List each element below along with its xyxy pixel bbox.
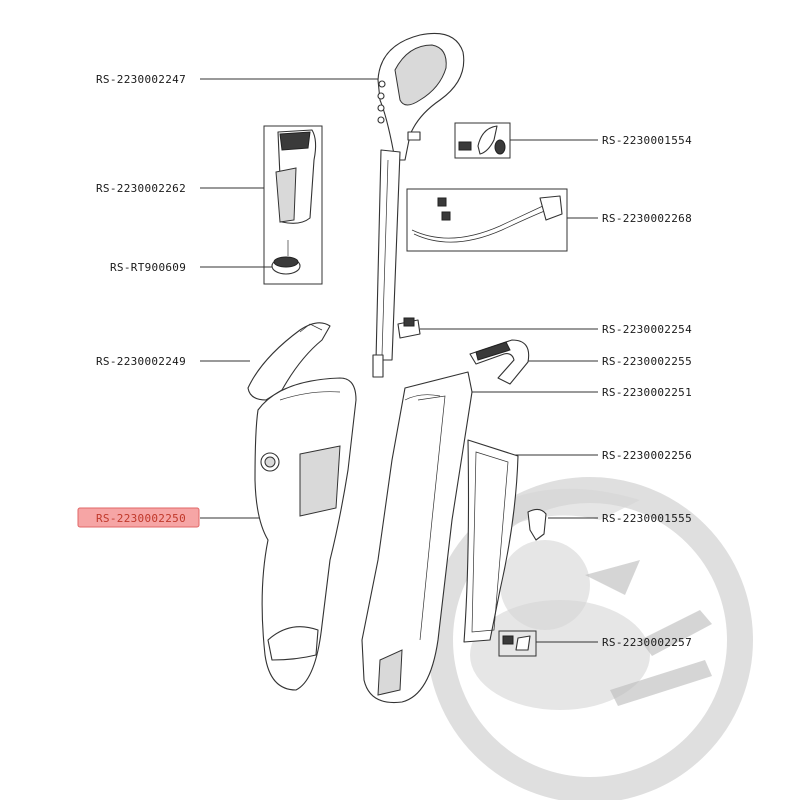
watermark-duck-beak <box>585 560 640 595</box>
spring-group-frame <box>498 630 537 657</box>
watermark-duck-head <box>500 540 590 630</box>
part-main-housing[interactable] <box>254 377 357 691</box>
label-p2254[interactable]: RS-2230002254 <box>602 323 692 336</box>
part-side-panel[interactable] <box>463 439 519 643</box>
part-spring[interactable] <box>502 635 531 651</box>
label-p1554[interactable]: RS-2230001554 <box>602 134 692 147</box>
part-battery-pack[interactable] <box>275 129 317 224</box>
part-battery-knob[interactable] <box>271 240 301 275</box>
label-p2250[interactable]: RS-2230002250 <box>96 512 186 525</box>
watermark-logo <box>427 477 753 800</box>
part-labels: RS-2230002247 RS-2230001554 RS-223000226… <box>96 73 692 649</box>
label-p0609[interactable]: RS-RT900609 <box>110 261 186 274</box>
part-release-lever[interactable] <box>469 339 530 385</box>
label-p1555[interactable]: RS-2230001555 <box>602 512 692 525</box>
label-p2257[interactable]: RS-2230002257 <box>602 636 692 649</box>
part-latch[interactable] <box>527 508 547 541</box>
watermark-screwdriver <box>610 660 712 706</box>
leader-lines <box>200 78 598 643</box>
part-handle-tube[interactable] <box>372 32 465 378</box>
part-top-cover[interactable] <box>247 322 331 401</box>
label-p2268[interactable]: RS-2230002268 <box>602 212 692 225</box>
watermark-wrench <box>640 610 712 656</box>
highlight-box-p2250 <box>77 507 200 528</box>
cable-group-frame <box>406 188 568 252</box>
label-p2251[interactable]: RS-2230002251 <box>602 386 692 399</box>
label-p2249[interactable]: RS-2230002249 <box>96 355 186 368</box>
label-p2255[interactable]: RS-2230002255 <box>602 355 692 368</box>
label-p2256[interactable]: RS-2230002256 <box>602 449 692 462</box>
watermark-duck-body <box>470 600 650 710</box>
label-p2247[interactable]: RS-2230002247 <box>96 73 186 86</box>
part-side-body[interactable] <box>361 371 473 704</box>
part-power-cable[interactable] <box>411 195 563 243</box>
battery-group-frame <box>263 125 323 285</box>
clip-group-frame <box>454 122 511 159</box>
part-clip-spring[interactable] <box>458 125 506 155</box>
label-p2262[interactable]: RS-2230002262 <box>96 182 186 195</box>
part-connector[interactable] <box>397 317 421 339</box>
